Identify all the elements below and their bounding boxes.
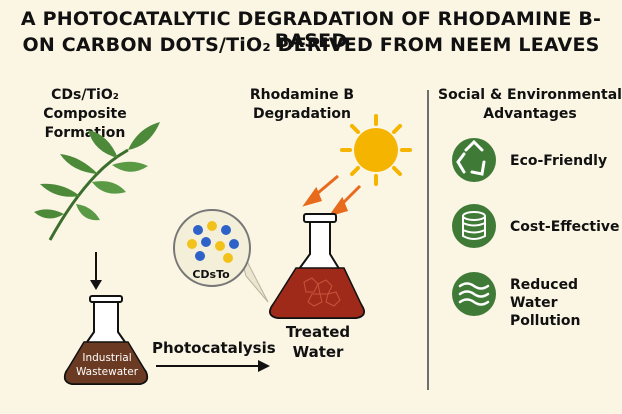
- cds-label: CDsTo: [192, 268, 230, 281]
- down-arrow-icon: [90, 252, 102, 290]
- section-heading-composite: CDs/TiO₂ Composite Formation: [43, 87, 127, 141]
- coin-stack-icon: [452, 204, 496, 248]
- photocatalysis-label: Photocatalysis: [152, 339, 276, 357]
- treated-water-flask-icon: [269, 213, 365, 319]
- treated-water-label: Treated Water: [285, 323, 351, 361]
- page-title-line-2: ON CARBON DOTS/TiO₂ DERIVED FROM NEEM LE…: [22, 34, 600, 56]
- page-title-line-1: A PHOTOCATALYTIC DEGRADATION OF RHODAMIN…: [20, 8, 602, 52]
- neem-leaves-icon: [34, 122, 160, 241]
- advantage-reduced-pollution: Reduced Water Pollution: [510, 277, 581, 329]
- section-heading-degradation: Rhodamine B Degradation: [249, 87, 355, 122]
- right-arrow-icon: [156, 360, 270, 372]
- section-heading-advantages: Social & Environmental Advantages: [438, 87, 622, 122]
- advantage-eco-friendly: Eco-Friendly: [510, 153, 608, 169]
- wastewater-label: Industrial Wastewater: [75, 352, 139, 378]
- advantage-cost-effective: Cost-Effective: [510, 219, 620, 235]
- sun-icon: [340, 114, 412, 186]
- section-divider: [427, 90, 429, 390]
- cds-tio2-magnifier-icon: [173, 209, 269, 303]
- recycle-icon: [452, 138, 496, 182]
- wastewater-flask-icon: [63, 295, 149, 385]
- light-arrows-icon: [302, 174, 362, 217]
- water-waves-icon: [452, 272, 496, 316]
